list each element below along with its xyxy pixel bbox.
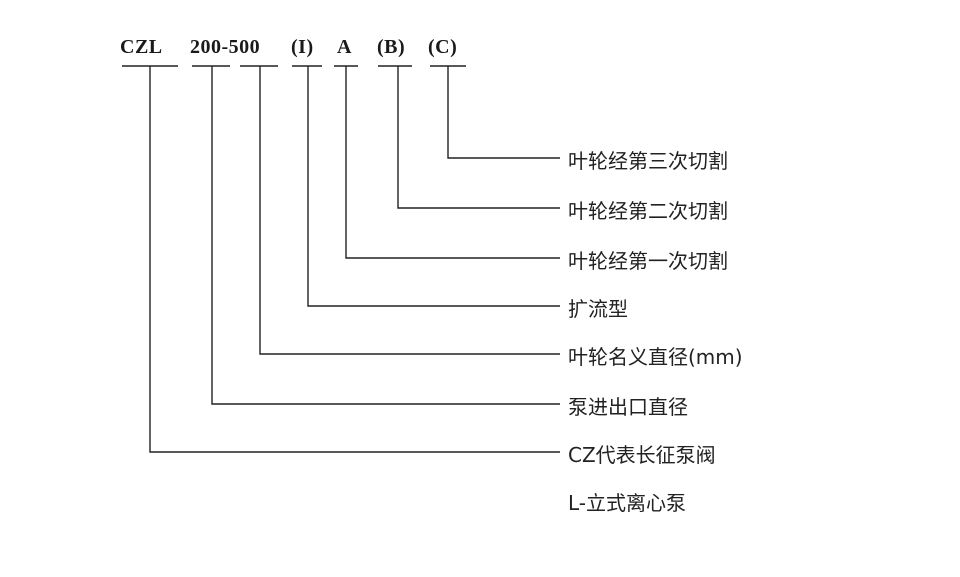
connector-cut-b bbox=[397, 66, 560, 209]
code-type-mark: (I) bbox=[291, 36, 314, 58]
label-port-diameter: 泵进出口直径 bbox=[568, 395, 688, 419]
code-diameter: 200-500 bbox=[190, 36, 261, 58]
connector-type bbox=[307, 66, 560, 307]
connector-series bbox=[149, 66, 560, 453]
connector-port bbox=[211, 66, 560, 405]
connector-cut-c bbox=[447, 66, 560, 159]
label-impeller-diameter: 叶轮名义直径(mm) bbox=[568, 345, 743, 369]
label-expanded-flow: 扩流型 bbox=[568, 297, 628, 321]
code-cut-c: (C) bbox=[428, 36, 458, 58]
connector-impeller bbox=[259, 66, 560, 355]
code-cut-b: (B) bbox=[377, 36, 406, 58]
code-series: CZL bbox=[120, 36, 163, 58]
label-first-cut: 叶轮经第一次切割 bbox=[568, 249, 728, 273]
connector-cut-a bbox=[345, 66, 560, 259]
label-third-cut: 叶轮经第三次切割 bbox=[568, 149, 728, 173]
label-second-cut: 叶轮经第二次切割 bbox=[568, 199, 728, 223]
label-series: CZ代表长征泵阀 bbox=[568, 443, 716, 467]
label-vertical-pump: L-立式离心泵 bbox=[568, 491, 687, 515]
code-cut-a: A bbox=[337, 36, 352, 58]
